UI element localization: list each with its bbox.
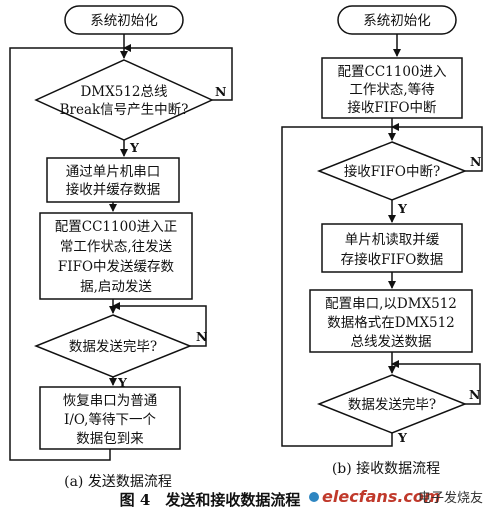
left-process1-line2: 接收并缓存数据 bbox=[66, 181, 161, 198]
left-d1-no-label: N bbox=[215, 84, 226, 99]
right-process2-line2: 存接收FIFO数据 bbox=[341, 251, 444, 268]
right-d1-yes-label: Y bbox=[397, 201, 408, 216]
left-process2 bbox=[39, 212, 193, 300]
right-process1-line3: 接收FIFO中断 bbox=[347, 99, 436, 116]
left-process2-line2: 常工作状态,往发送 bbox=[60, 239, 173, 255]
left-process3-line1: 恢复串口为普通 bbox=[63, 392, 158, 409]
right-process3-line1: 配置串口,以DMX512 bbox=[325, 296, 457, 312]
left-decision2-line1: 数据发送完毕? bbox=[69, 339, 157, 355]
left-process2-line1: 配置CC1100进入正 bbox=[55, 219, 178, 235]
right-process1-line2: 工作状态,等待 bbox=[349, 81, 434, 98]
right-d1-no-label: N bbox=[470, 154, 481, 169]
right-process1-line1: 配置CC1100进入 bbox=[337, 64, 447, 80]
left-d1-yes-label: Y bbox=[129, 140, 140, 155]
right-d2-yes-label: Y bbox=[397, 430, 408, 445]
right-return-loop bbox=[281, 126, 393, 447]
left-decision1-line1: DMX512总线 bbox=[80, 84, 167, 100]
figure-caption: 图 4 发送和接收数据流程 bbox=[120, 491, 301, 509]
watermark: elecfans.com 电子发烧友 bbox=[309, 487, 483, 506]
right-decision2-line1: 数据发送完毕? bbox=[348, 397, 436, 413]
right-d2-no-loop bbox=[391, 360, 481, 405]
left-decision1 bbox=[34, 59, 214, 141]
right-process3 bbox=[309, 289, 473, 353]
right-d2-no-label: N bbox=[469, 387, 480, 402]
left-process3-line2: I/O,等待下一个 bbox=[64, 411, 156, 428]
left-process1-line1: 通过单片机串口 bbox=[66, 164, 161, 180]
left-process3 bbox=[39, 386, 181, 450]
right-d1-no-loop bbox=[391, 123, 483, 172]
left-return-loop bbox=[9, 47, 124, 461]
right-caption: (b) 接收数据流程 bbox=[332, 460, 440, 477]
left-flowchart: 系统初始化 DMX512总线 Break信号产生中断? N Y 通过单片机串口 … bbox=[9, 5, 233, 490]
right-process3-line2: 数据格式在DMX512 bbox=[327, 315, 455, 331]
right-decision1-line1: 接收FIFO中断? bbox=[344, 163, 440, 180]
left-d1-no-loop bbox=[123, 44, 233, 101]
left-process3-line3: 数据包到来 bbox=[76, 431, 144, 447]
left-start-label: 系统初始化 bbox=[90, 12, 158, 29]
left-caption: (a) 发送数据流程 bbox=[64, 474, 172, 490]
right-process3-line3: 总线发送数据 bbox=[351, 334, 432, 350]
right-start-label: 系统初始化 bbox=[363, 12, 431, 29]
left-process2-line4: 据,启动发送 bbox=[80, 279, 152, 295]
left-decision1-line2: Break信号产生中断? bbox=[60, 102, 189, 118]
watermark-cn: 电子发烧友 bbox=[418, 490, 483, 506]
right-flowchart: 系统初始化 配置CC1100进入 工作状态,等待 接收FIFO中断 接收FIFO… bbox=[281, 5, 483, 477]
watermark-logo-icon bbox=[309, 492, 319, 502]
left-d2-yes-label: Y bbox=[117, 375, 128, 390]
right-process2-line1: 单片机读取并缓 bbox=[345, 232, 440, 248]
left-d2-no-loop bbox=[112, 302, 207, 347]
watermark-brand: elecfans.com bbox=[322, 487, 441, 506]
left-process2-line3: FIFO中发送缓存数 bbox=[58, 259, 175, 275]
left-d2-no-label: N bbox=[196, 329, 207, 344]
right-process1 bbox=[321, 57, 463, 119]
